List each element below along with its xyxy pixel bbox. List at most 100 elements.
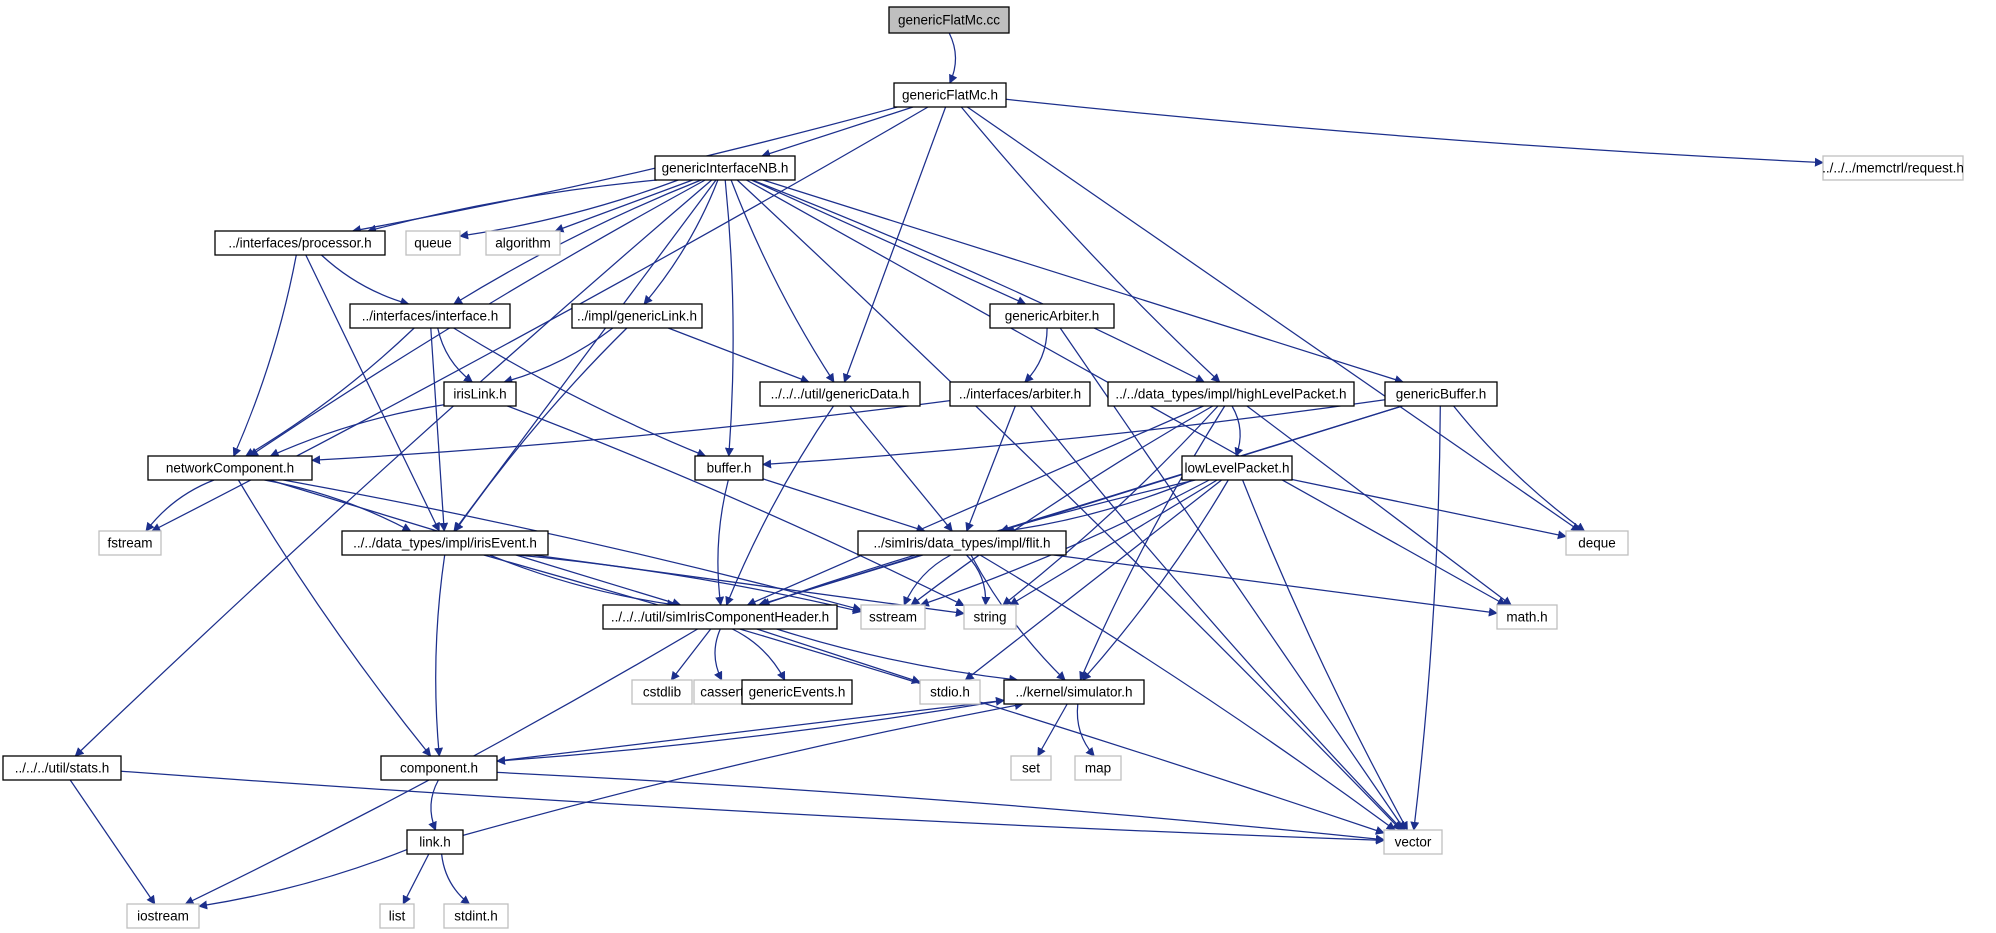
edge-stats-to-vector xyxy=(120,770,1385,845)
edge-netcomp-to-component xyxy=(237,479,432,757)
node-component[interactable]: component.h xyxy=(380,755,498,781)
edge-gfm_h-to-gInb xyxy=(761,106,914,158)
node-label: stdint.h xyxy=(454,909,498,924)
edge-arbiter-to-vector xyxy=(1030,405,1404,831)
edge-gInb-to-vector xyxy=(736,179,1402,831)
node-link[interactable]: link.h xyxy=(406,829,464,855)
node-box xyxy=(443,903,509,929)
node-label: genericBuffer.h xyxy=(1396,387,1487,402)
edge-proc-to-irisevent xyxy=(305,254,440,532)
node-flit[interactable]: ../simIris/data_types/impl/flit.h xyxy=(857,530,1067,556)
node-box xyxy=(1822,155,1964,181)
node-label: ../../../util/stats.h xyxy=(15,761,110,776)
node-gInb[interactable]: genericInterfaceNB.h xyxy=(654,155,796,181)
node-iface[interactable]: ../interfaces/interface.h xyxy=(349,303,511,329)
node-buffer[interactable]: buffer.h xyxy=(694,455,764,481)
edge-irislink-to-string xyxy=(507,405,965,607)
node-label: ../../../util/genericData.h xyxy=(771,387,910,402)
edge-iface-to-netcomp xyxy=(245,327,415,457)
node-arbiter[interactable]: ../interfaces/arbiter.h xyxy=(949,381,1091,407)
node-box xyxy=(1384,381,1498,407)
node-label: genericFlatMc.h xyxy=(902,88,998,103)
node-box xyxy=(1565,530,1629,556)
node-box xyxy=(214,230,386,256)
node-irisevent[interactable]: ../../data_types/impl/irisEvent.h xyxy=(341,530,549,556)
edge-gInb-to-hlp xyxy=(751,179,1205,383)
node-box xyxy=(405,230,461,256)
edge-flit-to-sstream xyxy=(903,554,952,606)
node-gevents[interactable]: genericEvents.h xyxy=(741,679,853,705)
node-label: genericFlatMc.cc xyxy=(898,13,1000,28)
node-simulator[interactable]: ../kernel/simulator.h xyxy=(1003,679,1145,705)
edge-irisevent-to-sstream xyxy=(517,554,862,615)
edge-garb-to-arbiter xyxy=(1024,327,1048,383)
nodes-layer: genericFlatMc.cc genericFlatMc.h genericIn… xyxy=(2,6,1964,929)
edge-link-to-list xyxy=(402,853,430,905)
node-box xyxy=(341,530,549,556)
node-box xyxy=(694,455,764,481)
node-label: iostream xyxy=(137,909,189,924)
node-garb[interactable]: genericArbiter.h xyxy=(989,303,1115,329)
node-box xyxy=(741,679,853,705)
node-llp[interactable]: lowLevelPacket.h xyxy=(1181,455,1293,481)
node-root[interactable]: genericFlatMc.cc xyxy=(888,6,1010,34)
node-label: networkComponent.h xyxy=(166,461,294,476)
node-simhdr[interactable]: ../../../util/simIrisComponentHeader.h xyxy=(602,604,838,630)
edge-buffer-to-flit xyxy=(762,478,926,533)
node-box xyxy=(1496,604,1558,630)
node-label: queue xyxy=(414,236,452,251)
node-box xyxy=(857,530,1067,556)
node-netcomp[interactable]: networkComponent.h xyxy=(147,455,313,481)
edge-component-to-simulator xyxy=(496,696,1005,762)
node-math: math.h xyxy=(1496,604,1558,630)
edge-simhdr-to-cassert xyxy=(714,628,723,681)
node-label: fstream xyxy=(107,536,152,551)
edge-gfm_h-to-hlp xyxy=(960,106,1221,383)
edge-root-to-gfm_h xyxy=(948,32,958,84)
node-box xyxy=(443,381,517,407)
edge-link-to-simulator xyxy=(462,701,1024,837)
node-stdio: stdio.h xyxy=(919,679,981,705)
edge-gInb-to-stats xyxy=(74,179,713,757)
node-box xyxy=(989,303,1115,329)
edge-gdata-to-flit xyxy=(849,405,953,532)
edge-flit-to-vector xyxy=(979,554,1396,831)
edge-llp-to-vector xyxy=(1242,479,1408,831)
edge-simulator-to-map xyxy=(1076,703,1095,757)
edge-llp-to-stdio xyxy=(964,479,1222,681)
node-sstream: sstream xyxy=(860,604,926,630)
edge-gbuf-to-buffer xyxy=(762,399,1386,469)
edge-flit-to-simhdr xyxy=(758,554,923,607)
node-irislink[interactable]: irisLink.h xyxy=(443,381,517,407)
node-box xyxy=(919,679,981,705)
edge-link-to-stdint xyxy=(440,853,471,905)
node-box xyxy=(1383,829,1443,855)
node-gfm_h[interactable]: genericFlatMc.h xyxy=(893,82,1007,108)
node-box xyxy=(893,82,1007,108)
edge-iface-to-irislink xyxy=(437,327,474,383)
edge-netcomp-to-fstream xyxy=(145,479,215,532)
edge-hlp-to-string xyxy=(1002,405,1219,606)
node-label: ../simIris/data_types/impl/flit.h xyxy=(873,536,1050,551)
node-stats[interactable]: ../../../util/stats.h xyxy=(2,755,122,781)
node-glink[interactable]: ../impl/genericLink.h xyxy=(571,303,703,329)
edge-component-to-vector xyxy=(496,771,1385,844)
edge-llp-to-simulator xyxy=(1082,479,1229,681)
node-gbuf[interactable]: genericBuffer.h xyxy=(1384,381,1498,407)
node-request: ../../../memctrl/request.h xyxy=(1822,155,1964,181)
edge-irisevent-to-component xyxy=(434,554,446,757)
node-label: cstdlib xyxy=(643,685,681,700)
node-proc[interactable]: ../interfaces/processor.h xyxy=(214,230,386,256)
node-hlp[interactable]: ../../data_types/impl/highLevelPacket.h xyxy=(1107,381,1355,407)
node-gdata[interactable]: ../../../util/genericData.h xyxy=(759,381,921,407)
edge-gInb-to-iface xyxy=(453,179,702,305)
node-label: cassert xyxy=(700,685,744,700)
node-box xyxy=(963,604,1017,630)
node-label: string xyxy=(973,610,1006,625)
edge-llp-to-sstream xyxy=(919,479,1210,607)
edge-simhdr-to-cstdlib xyxy=(670,628,712,681)
node-box xyxy=(1181,455,1293,481)
node-deque: deque xyxy=(1565,530,1629,556)
edge-simhdr-to-stdio xyxy=(756,628,921,684)
